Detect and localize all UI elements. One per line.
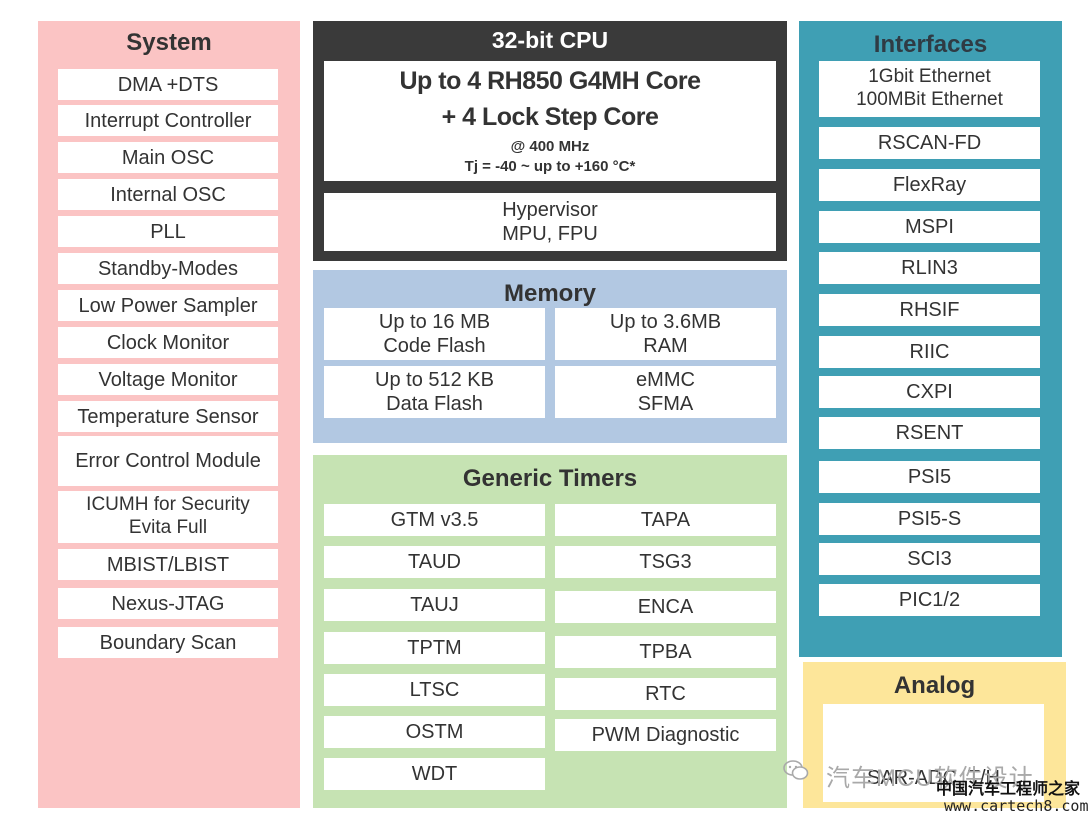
system-item-main-osc: Main OSC bbox=[58, 142, 278, 173]
analog-panel: Analog SAR-ADC, T/H bbox=[803, 662, 1066, 808]
wechat-logo-icon bbox=[783, 760, 809, 780]
cpu-lockstep-line: + 4 Lock Step Core bbox=[441, 103, 659, 131]
analog-title: Analog bbox=[893, 672, 976, 699]
cpu-frequency: @ 400 MHz bbox=[510, 138, 590, 155]
timer-tpba: TPBA bbox=[555, 636, 776, 668]
system-item-dma: DMA +DTS bbox=[58, 69, 278, 100]
system-item-clock-monitor: Clock Monitor bbox=[58, 327, 278, 358]
interface-pic: PIC1/2 bbox=[819, 584, 1040, 616]
interface-rhsif: RHSIF bbox=[819, 294, 1040, 326]
system-item-boundary-scan: Boundary Scan bbox=[58, 627, 278, 658]
timer-pwm-diagnostic: PWM Diagnostic bbox=[555, 719, 776, 751]
system-item-error-control: Error Control Module bbox=[58, 436, 278, 486]
watermark-site-name: 中国汽车工程师之家 bbox=[936, 781, 1081, 798]
timer-gtm: GTM v3.5 bbox=[324, 504, 545, 536]
system-item-pll: PLL bbox=[58, 216, 278, 247]
cpu-panel: 32-bit CPU Up to 4 RH850 G4MH Core + 4 L… bbox=[313, 21, 787, 261]
system-item-temperature-sensor: Temperature Sensor bbox=[58, 401, 278, 432]
interface-flexray: FlexRay bbox=[819, 169, 1040, 201]
system-item-voltage-monitor: Voltage Monitor bbox=[58, 364, 278, 395]
timer-enca: ENCA bbox=[555, 591, 776, 623]
timer-tapa: TAPA bbox=[555, 504, 776, 536]
interface-riic: RIIC bbox=[819, 336, 1040, 368]
system-item-low-power-sampler: Low Power Sampler bbox=[58, 290, 278, 321]
memory-title: Memory bbox=[503, 280, 597, 307]
interface-cxpi: CXPI bbox=[819, 376, 1040, 408]
interface-rsent: RSENT bbox=[819, 417, 1040, 449]
system-item-interrupt: Interrupt Controller bbox=[58, 105, 278, 136]
interface-psi5-s: PSI5-S bbox=[819, 503, 1040, 535]
interface-sci3: SCI3 bbox=[819, 543, 1040, 575]
timer-rtc: RTC bbox=[555, 678, 776, 710]
watermark-title: 汽车MCU软件设计 bbox=[826, 765, 1034, 792]
timer-tsg3: TSG3 bbox=[555, 546, 776, 578]
timer-tauj: TAUJ bbox=[324, 589, 545, 621]
watermark-url: www.cartech8.com bbox=[944, 797, 1089, 815]
interfaces-title: Interfaces bbox=[873, 31, 988, 58]
timers-title: Generic Timers bbox=[462, 465, 638, 492]
analog-sar-adc: SAR-ADC, T/H bbox=[823, 704, 1044, 802]
system-item-internal-osc: Internal OSC bbox=[58, 179, 278, 210]
timer-tptm: TPTM bbox=[324, 632, 545, 664]
cpu-title: 32-bit CPU bbox=[491, 27, 609, 53]
cpu-core-line: Up to 4 RH850 G4MH Core bbox=[399, 67, 701, 95]
system-title: System bbox=[126, 29, 212, 56]
system-item-standby: Standby-Modes bbox=[58, 253, 278, 284]
interface-rscan-fd: RSCAN-FD bbox=[819, 127, 1040, 159]
timers-panel: Generic Timers GTM v3.5 TAUD TAUJ TPTM L… bbox=[313, 455, 787, 808]
timer-ltsc: LTSC bbox=[324, 674, 545, 706]
system-item-nexus-jtag: Nexus-JTAG bbox=[58, 588, 278, 619]
system-panel: System DMA +DTS Interrupt Controller Mai… bbox=[38, 21, 300, 808]
interface-mspi: MSPI bbox=[819, 211, 1040, 243]
interface-rlin3: RLIN3 bbox=[819, 252, 1040, 284]
interface-psi5: PSI5 bbox=[819, 461, 1040, 493]
timer-wdt: WDT bbox=[324, 758, 545, 790]
system-item-mbist: MBIST/LBIST bbox=[58, 549, 278, 580]
cpu-hypervisor-box: Hypervisor MPU, FPU bbox=[324, 193, 776, 251]
timer-taud: TAUD bbox=[324, 546, 545, 578]
cpu-temperature: Tj = -40 ~ up to +160 °C* bbox=[464, 158, 636, 175]
timer-ostm: OSTM bbox=[324, 716, 545, 748]
cpu-core-box: Up to 4 RH850 G4MH Core + 4 Lock Step Co… bbox=[324, 61, 776, 181]
